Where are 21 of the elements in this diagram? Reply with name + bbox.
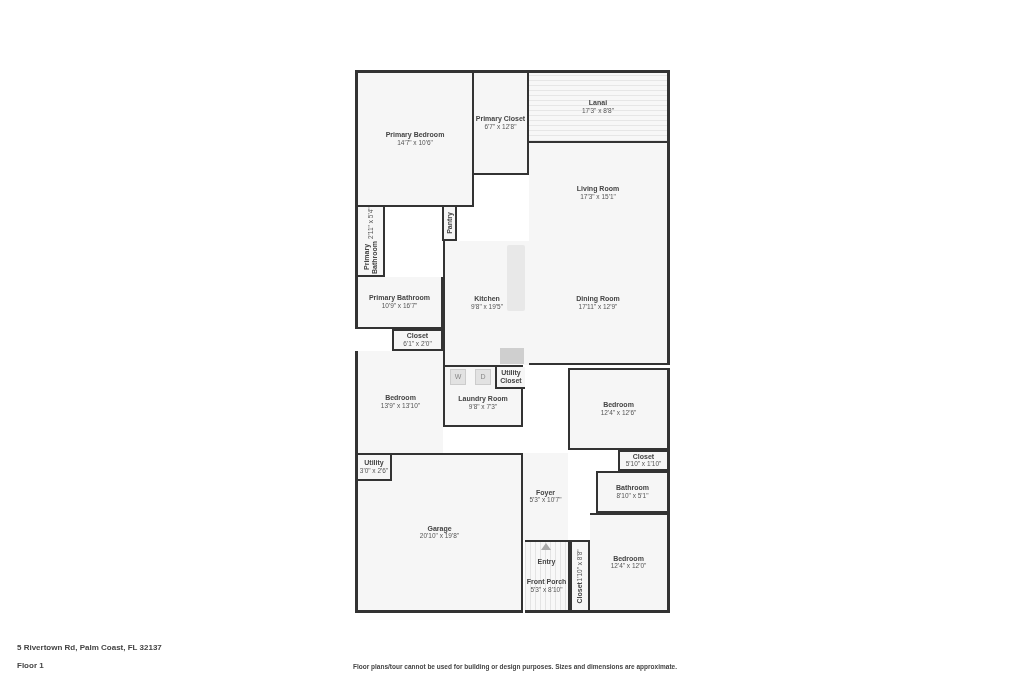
room-area xyxy=(596,471,670,513)
room-area xyxy=(355,207,385,277)
room-area xyxy=(529,70,670,143)
room-area xyxy=(590,513,670,613)
room-area xyxy=(355,351,443,453)
address-text: 5 Rivertown Rd, Palm Coast, FL 32137 xyxy=(17,643,162,652)
room-area xyxy=(568,368,670,450)
room-area xyxy=(474,70,529,175)
floor-name: Floor 1 xyxy=(17,661,44,670)
room-area xyxy=(392,329,443,351)
room-area xyxy=(618,450,670,471)
room-area xyxy=(523,453,568,540)
room-area xyxy=(443,365,523,427)
room-area xyxy=(525,540,570,613)
room-area xyxy=(529,143,670,243)
room-area xyxy=(355,277,443,329)
room-area xyxy=(355,453,523,613)
room-area xyxy=(355,70,474,207)
room-area xyxy=(358,455,392,481)
room-area xyxy=(570,540,590,613)
room-area xyxy=(442,207,457,241)
